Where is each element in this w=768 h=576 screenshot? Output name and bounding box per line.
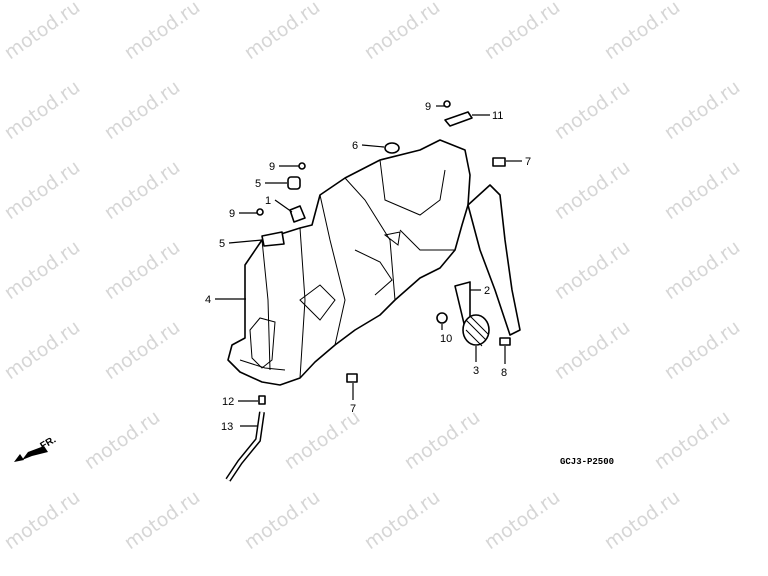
bracket-11 <box>444 111 473 127</box>
watermark-text: motod.ru <box>0 156 84 224</box>
callout-7: 7 <box>525 156 531 168</box>
watermark-text: motod.ru <box>0 486 84 554</box>
diagram-code: GCJ3-P2500 <box>560 457 614 467</box>
bolt-7a <box>492 157 506 167</box>
callout-9: 9 <box>425 101 431 113</box>
watermark-text: motod.ru <box>360 0 444 64</box>
watermark-text: motod.ru <box>240 0 324 64</box>
watermark-text: motod.ru <box>100 316 184 384</box>
bolt-8 <box>499 337 511 346</box>
nut-10 <box>436 312 448 324</box>
callout-3: 3 <box>473 365 479 377</box>
watermark-text: motod.ru <box>600 486 684 554</box>
watermark-text: motod.ru <box>100 76 184 144</box>
watermark-text: motod.ru <box>400 406 484 474</box>
watermark-text: motod.ru <box>0 76 84 144</box>
bolt-9c <box>256 208 264 216</box>
rear-fender-part <box>227 139 521 386</box>
leader-lines <box>215 105 522 427</box>
watermark-text: motod.ru <box>0 236 84 304</box>
watermark-text: motod.ru <box>280 406 364 474</box>
grommet-6 <box>384 142 400 154</box>
callout-9: 9 <box>229 208 235 220</box>
watermark-text: motod.ru <box>550 156 634 224</box>
watermark-text: motod.ru <box>100 156 184 224</box>
callout-12: 12 <box>222 396 234 408</box>
clip-1 <box>289 205 306 223</box>
watermark-text: motod.ru <box>480 486 564 554</box>
direction-label: FR. <box>39 434 59 452</box>
watermark-text: motod.ru <box>660 236 744 304</box>
callout-2: 2 <box>484 285 490 297</box>
watermark-text: motod.ru <box>120 0 204 64</box>
callout-labels: 9 11 6 7 9 5 1 9 5 4 2 10 8 3 7 12 13 <box>205 101 531 433</box>
callout-5: 5 <box>255 178 261 190</box>
bolt-7b <box>346 373 358 383</box>
small-parts <box>225 100 511 482</box>
watermark-text: motod.ru <box>80 406 164 474</box>
callout-4: 4 <box>205 294 211 306</box>
watermark-text: motod.ru <box>100 236 184 304</box>
callout-13: 13 <box>221 421 233 433</box>
watermark-text: motod.ru <box>660 316 744 384</box>
watermark-text: motod.ru <box>660 76 744 144</box>
callout-9: 9 <box>269 161 275 173</box>
callout-1: 1 <box>265 195 271 207</box>
watermark-text: motod.ru <box>550 236 634 304</box>
watermark-text: motod.ru <box>360 486 444 554</box>
callout-11: 11 <box>492 110 503 122</box>
callout-8: 8 <box>501 367 507 379</box>
callout-6: 6 <box>352 140 358 152</box>
callout-7: 7 <box>350 403 356 415</box>
watermark-text: motod.ru <box>120 486 204 554</box>
watermark-text: motod.ru <box>650 406 734 474</box>
watermark-text: motod.ru <box>660 156 744 224</box>
front-direction-indicator: FR. <box>14 434 58 462</box>
grommet-5b <box>261 231 285 247</box>
callout-5: 5 <box>219 238 225 250</box>
bolt-9a <box>443 100 451 108</box>
watermark-text: motod.ru <box>480 0 564 64</box>
callout-10: 10 <box>440 333 452 345</box>
watermark-text: motod.ru <box>0 316 84 384</box>
watermark-text: motod.ru <box>240 486 324 554</box>
watermark-text: motod.ru <box>0 0 84 64</box>
watermark-text: motod.ru <box>550 316 634 384</box>
bolt-9b <box>298 162 306 170</box>
watermark-text: motod.ru <box>550 76 634 144</box>
watermark-text: motod.ru <box>600 0 684 64</box>
grommet-5a <box>287 176 301 190</box>
clip-12 <box>258 395 266 405</box>
arrow-icon <box>22 446 48 460</box>
